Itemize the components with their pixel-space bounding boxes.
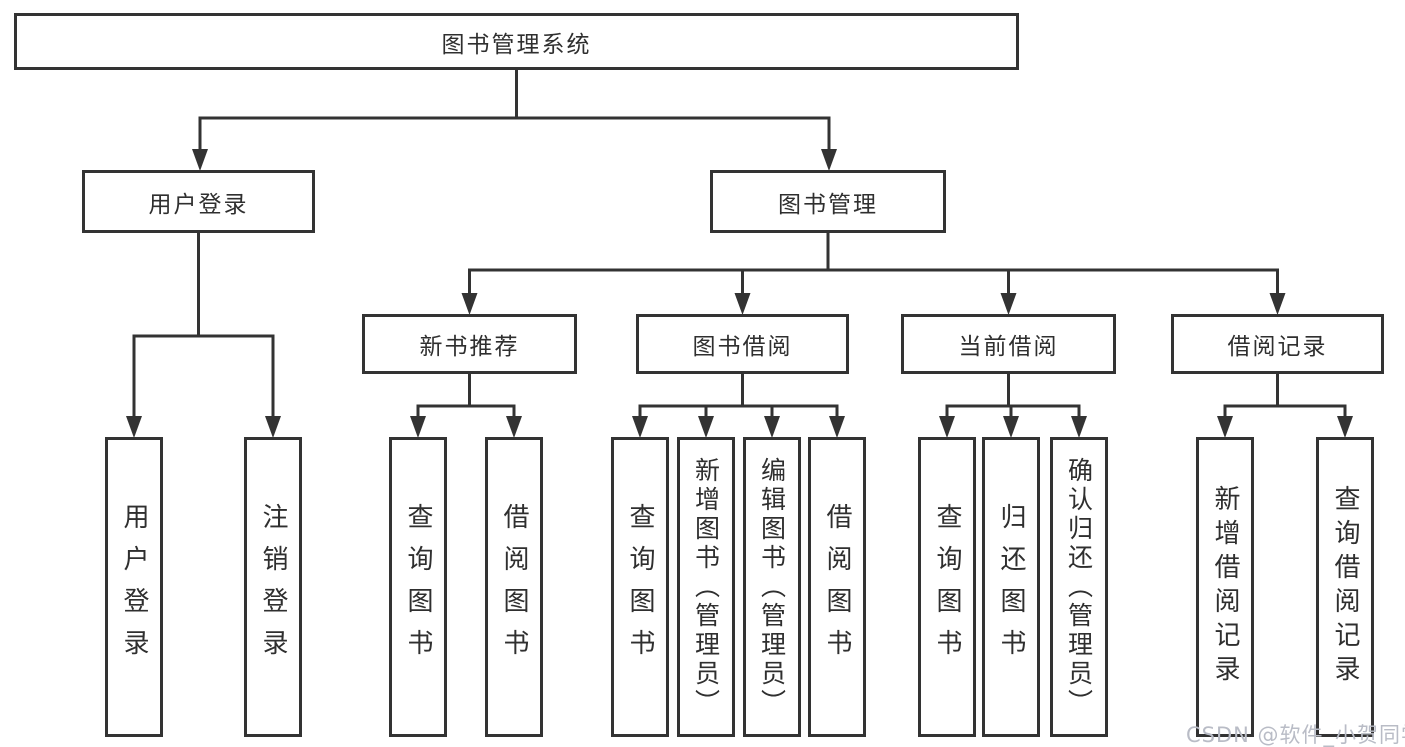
leaf-borrow-books-recommend: 借阅图书 bbox=[485, 437, 543, 737]
leaf-edit-book-admin: 编辑图书（管理员） bbox=[743, 437, 801, 737]
leaf-label: 借阅图书 bbox=[822, 503, 852, 671]
leaf-label: 查询图书 bbox=[403, 503, 433, 671]
node-current-borrowing: 当前借阅 bbox=[901, 314, 1116, 374]
node-label: 新书推荐 bbox=[419, 334, 520, 360]
leaf-label: 查询图书 bbox=[932, 503, 962, 671]
leaf-label: 借阅图书 bbox=[499, 503, 529, 671]
leaf-query-books-borrowing: 查询图书 bbox=[611, 437, 669, 737]
leaf-user-login: 用户登录 bbox=[105, 437, 163, 737]
node-label: 图书借阅 bbox=[692, 334, 793, 360]
leaf-label: 编辑图书（管理员） bbox=[757, 456, 787, 718]
leaf-query-books-current: 查询图书 bbox=[918, 437, 976, 737]
watermark: CSDN @软件_小贺同学 bbox=[1186, 723, 1405, 747]
leaf-return-book: 归还图书 bbox=[982, 437, 1040, 737]
node-label: 借阅记录 bbox=[1227, 334, 1328, 360]
leaf-label: 新增图书（管理员） bbox=[691, 456, 721, 718]
leaf-label: 新增借阅记录 bbox=[1210, 485, 1240, 689]
leaf-label: 查询借阅记录 bbox=[1330, 485, 1360, 689]
node-new-book-recommendation: 新书推荐 bbox=[362, 314, 577, 374]
node-label: 图书管理系统 bbox=[441, 31, 592, 58]
leaf-label: 用户登录 bbox=[119, 503, 149, 671]
leaf-logout: 注销登录 bbox=[244, 437, 302, 737]
leaf-label: 归还图书 bbox=[996, 503, 1026, 671]
leaf-borrow-books-borrowing: 借阅图书 bbox=[808, 437, 866, 737]
leaf-query-books-recommend: 查询图书 bbox=[389, 437, 447, 737]
connector-lines bbox=[132, 70, 1347, 420]
node-label: 用户登录 bbox=[148, 191, 249, 218]
leaf-confirm-return-admin: 确认归还（管理员） bbox=[1050, 437, 1108, 737]
node-label: 当前借阅 bbox=[958, 334, 1059, 360]
leaf-add-book-admin: 新增图书（管理员） bbox=[677, 437, 735, 737]
connector-arrowheads bbox=[126, 149, 1353, 438]
leaf-label: 注销登录 bbox=[258, 503, 288, 671]
leaf-label: 确认归还（管理员） bbox=[1064, 456, 1094, 718]
node-library-management-system: 图书管理系统 bbox=[14, 13, 1019, 70]
node-book-management: 图书管理 bbox=[710, 170, 946, 233]
leaf-add-borrow-record: 新增借阅记录 bbox=[1196, 437, 1254, 737]
node-label: 图书管理 bbox=[778, 191, 878, 218]
node-borrowing-records: 借阅记录 bbox=[1171, 314, 1384, 374]
leaf-label: 查询图书 bbox=[625, 503, 655, 671]
node-book-borrowing: 图书借阅 bbox=[636, 314, 849, 374]
node-user-login: 用户登录 bbox=[82, 170, 315, 233]
leaf-query-borrow-record: 查询借阅记录 bbox=[1316, 437, 1374, 737]
